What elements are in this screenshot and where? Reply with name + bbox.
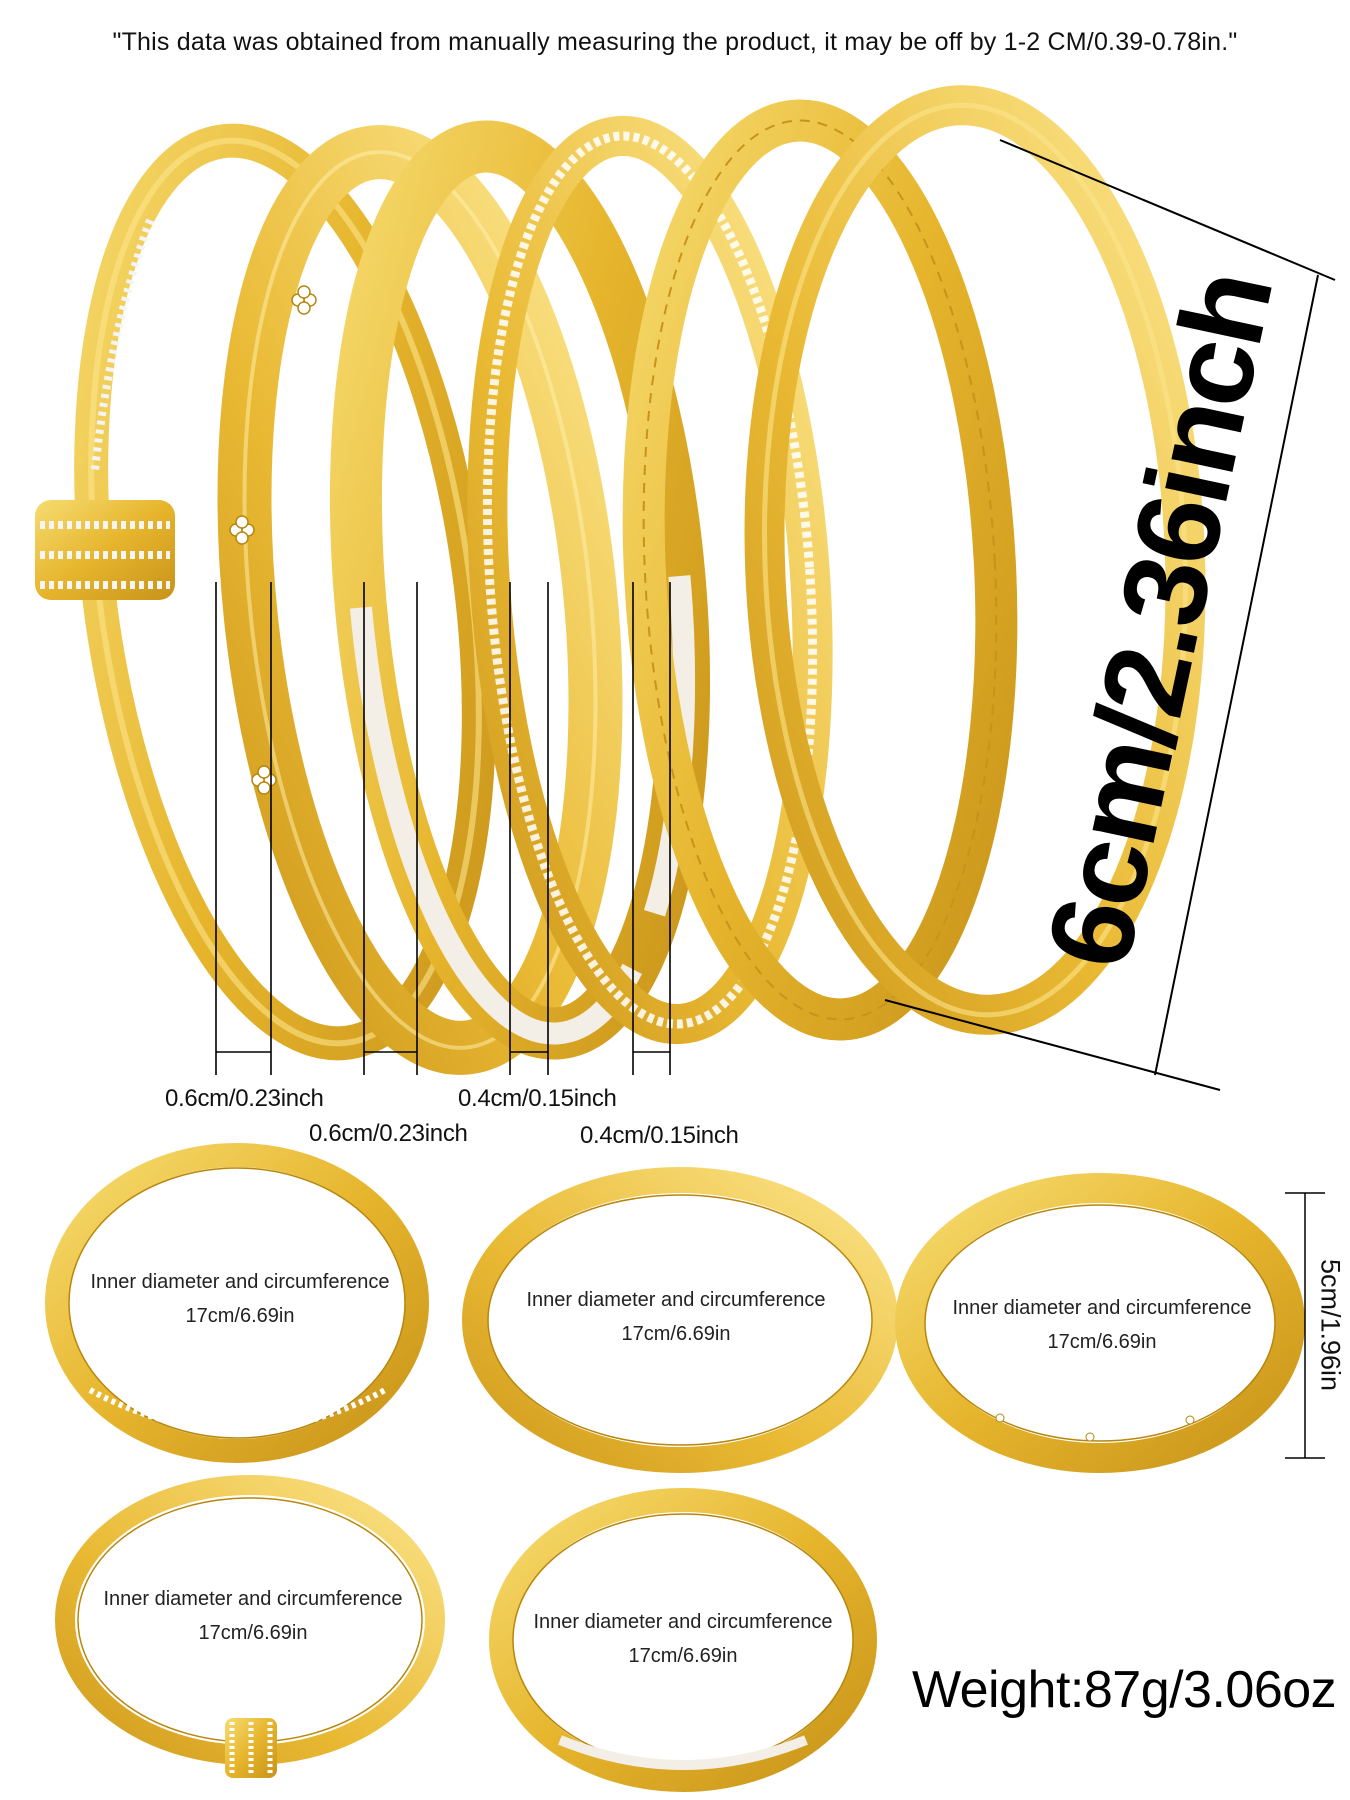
- bracelet-2-value: 17cm/6.69in: [621, 1323, 731, 1345]
- bracelet-5-label: Inner diameter and circumference: [533, 1611, 833, 1633]
- bracelet-stack: [35, 85, 1206, 1075]
- bracelet-clover-top: [217, 125, 623, 1075]
- bracelet-view-5: [489, 1488, 877, 1792]
- bracelet-3-label: Inner diameter and circumference: [952, 1297, 1252, 1319]
- bracelet-2-label: Inner diameter and circumference: [526, 1289, 826, 1311]
- bracelet-view-2: [462, 1167, 898, 1473]
- bracelet-4-label: Inner diameter and circumference: [103, 1588, 403, 1610]
- bracelet-engraved-top: [622, 99, 1018, 1041]
- bracelet-pearl-top: [329, 120, 711, 1060]
- bracelet-plain-top: [744, 85, 1206, 1035]
- bracelet-1-label: Inner diameter and circumference: [90, 1271, 390, 1293]
- height-measure-line: [1285, 1192, 1325, 1459]
- bracelet-5-info: Inner diameter and circumference 17cm/6.…: [518, 1605, 848, 1673]
- bracelet-3-info: Inner diameter and circumference 17cm/6.…: [937, 1291, 1267, 1359]
- bracelet-crystal-top: [467, 115, 833, 1045]
- bracelet-3-value: 17cm/6.69in: [1047, 1331, 1157, 1353]
- width-label-4: 0.4cm/0.15inch: [580, 1122, 739, 1149]
- bracelet-5-value: 17cm/6.69in: [628, 1645, 738, 1667]
- width-measure-lines: [215, 582, 671, 1075]
- bracelet-view-3: [895, 1173, 1305, 1473]
- height-label: 5cm/1.96in: [1315, 1258, 1346, 1392]
- bracelet-barrel-top: [35, 123, 496, 1061]
- width-label-2: 0.6cm/0.23inch: [309, 1120, 468, 1147]
- bracelet-1-info: Inner diameter and circumference 17cm/6.…: [75, 1265, 405, 1333]
- bracelet-4-value: 17cm/6.69in: [198, 1622, 308, 1644]
- bracelet-2-info: Inner diameter and circumference 17cm/6.…: [511, 1283, 841, 1351]
- diameter-measure-line: [884, 139, 1336, 1091]
- measurement-disclaimer: "This data was obtained from manually me…: [112, 28, 1238, 56]
- bracelet-view-4: [55, 1475, 445, 1778]
- width-label-3: 0.4cm/0.15inch: [458, 1085, 617, 1112]
- weight-label: Weight:87g/3.06oz: [912, 1661, 1337, 1719]
- width-label-1: 0.6cm/0.23inch: [165, 1085, 324, 1112]
- bracelet-4-info: Inner diameter and circumference 17cm/6.…: [88, 1582, 418, 1650]
- bracelet-1-value: 17cm/6.69in: [185, 1305, 295, 1327]
- bracelet-view-1: [45, 1143, 429, 1463]
